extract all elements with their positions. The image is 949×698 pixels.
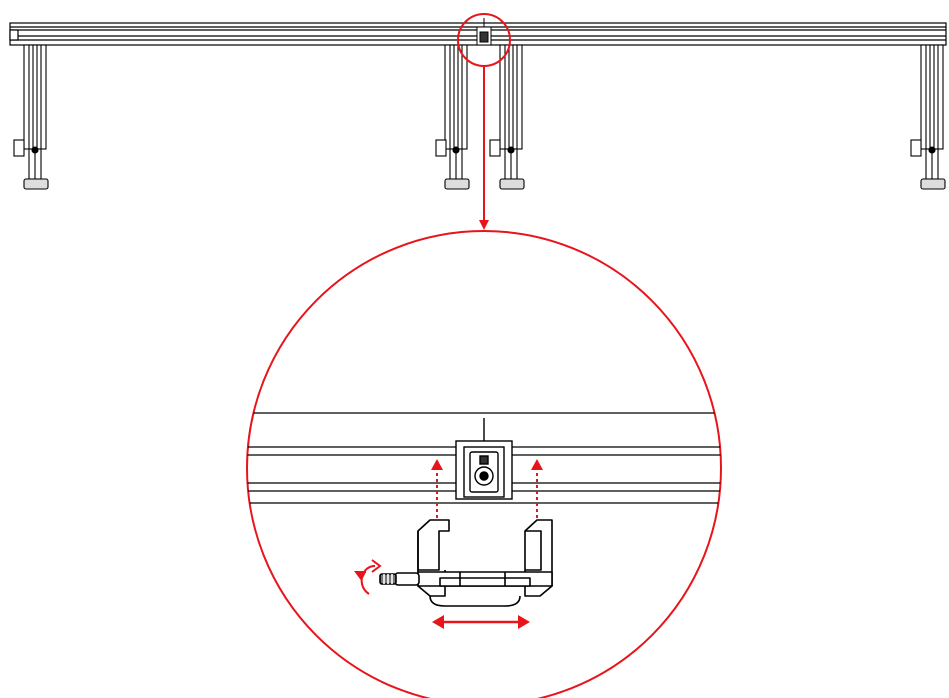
rail-joint-small (476, 18, 492, 46)
rotate-icon (354, 559, 382, 595)
stage-leg-2 (435, 44, 470, 190)
stage-leg-3 (489, 44, 525, 190)
connector-block (455, 418, 513, 500)
insert-arrows (436, 468, 538, 518)
clamp (379, 519, 553, 607)
stage-leg-1 (13, 44, 49, 190)
double-arrow-icon (432, 615, 530, 629)
stage-leg-4 (910, 44, 946, 190)
up-arrow-icon (431, 459, 543, 470)
